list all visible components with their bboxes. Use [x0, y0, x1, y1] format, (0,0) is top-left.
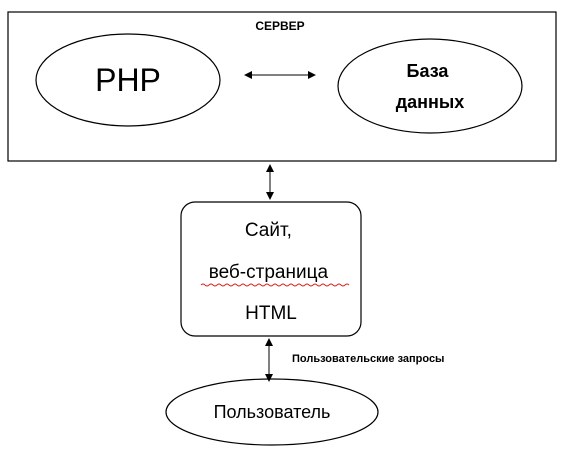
site-user-arrow-label: Пользовательские запросы	[292, 353, 444, 365]
site-node	[180, 201, 362, 337]
user-label: Пользователь	[214, 402, 331, 422]
site-label: Сайт, веб-страница HTML	[209, 220, 334, 324]
spellcheck-underline	[200, 283, 350, 287]
site-label-line-2: веб-страница	[209, 262, 329, 283]
database-node	[337, 38, 523, 134]
site-label-line-3: HTML	[245, 303, 297, 324]
database-label-line-2: данных	[396, 92, 465, 112]
database-label: База данных	[396, 61, 465, 112]
php-node	[35, 33, 221, 127]
database-label-line-1: База	[407, 61, 450, 81]
server-title: СЕРВЕР	[255, 19, 304, 33]
php-label: PHP	[95, 62, 161, 98]
server-box	[7, 11, 557, 162]
user-node	[165, 378, 379, 446]
site-label-line-1: Сайт,	[245, 220, 292, 241]
